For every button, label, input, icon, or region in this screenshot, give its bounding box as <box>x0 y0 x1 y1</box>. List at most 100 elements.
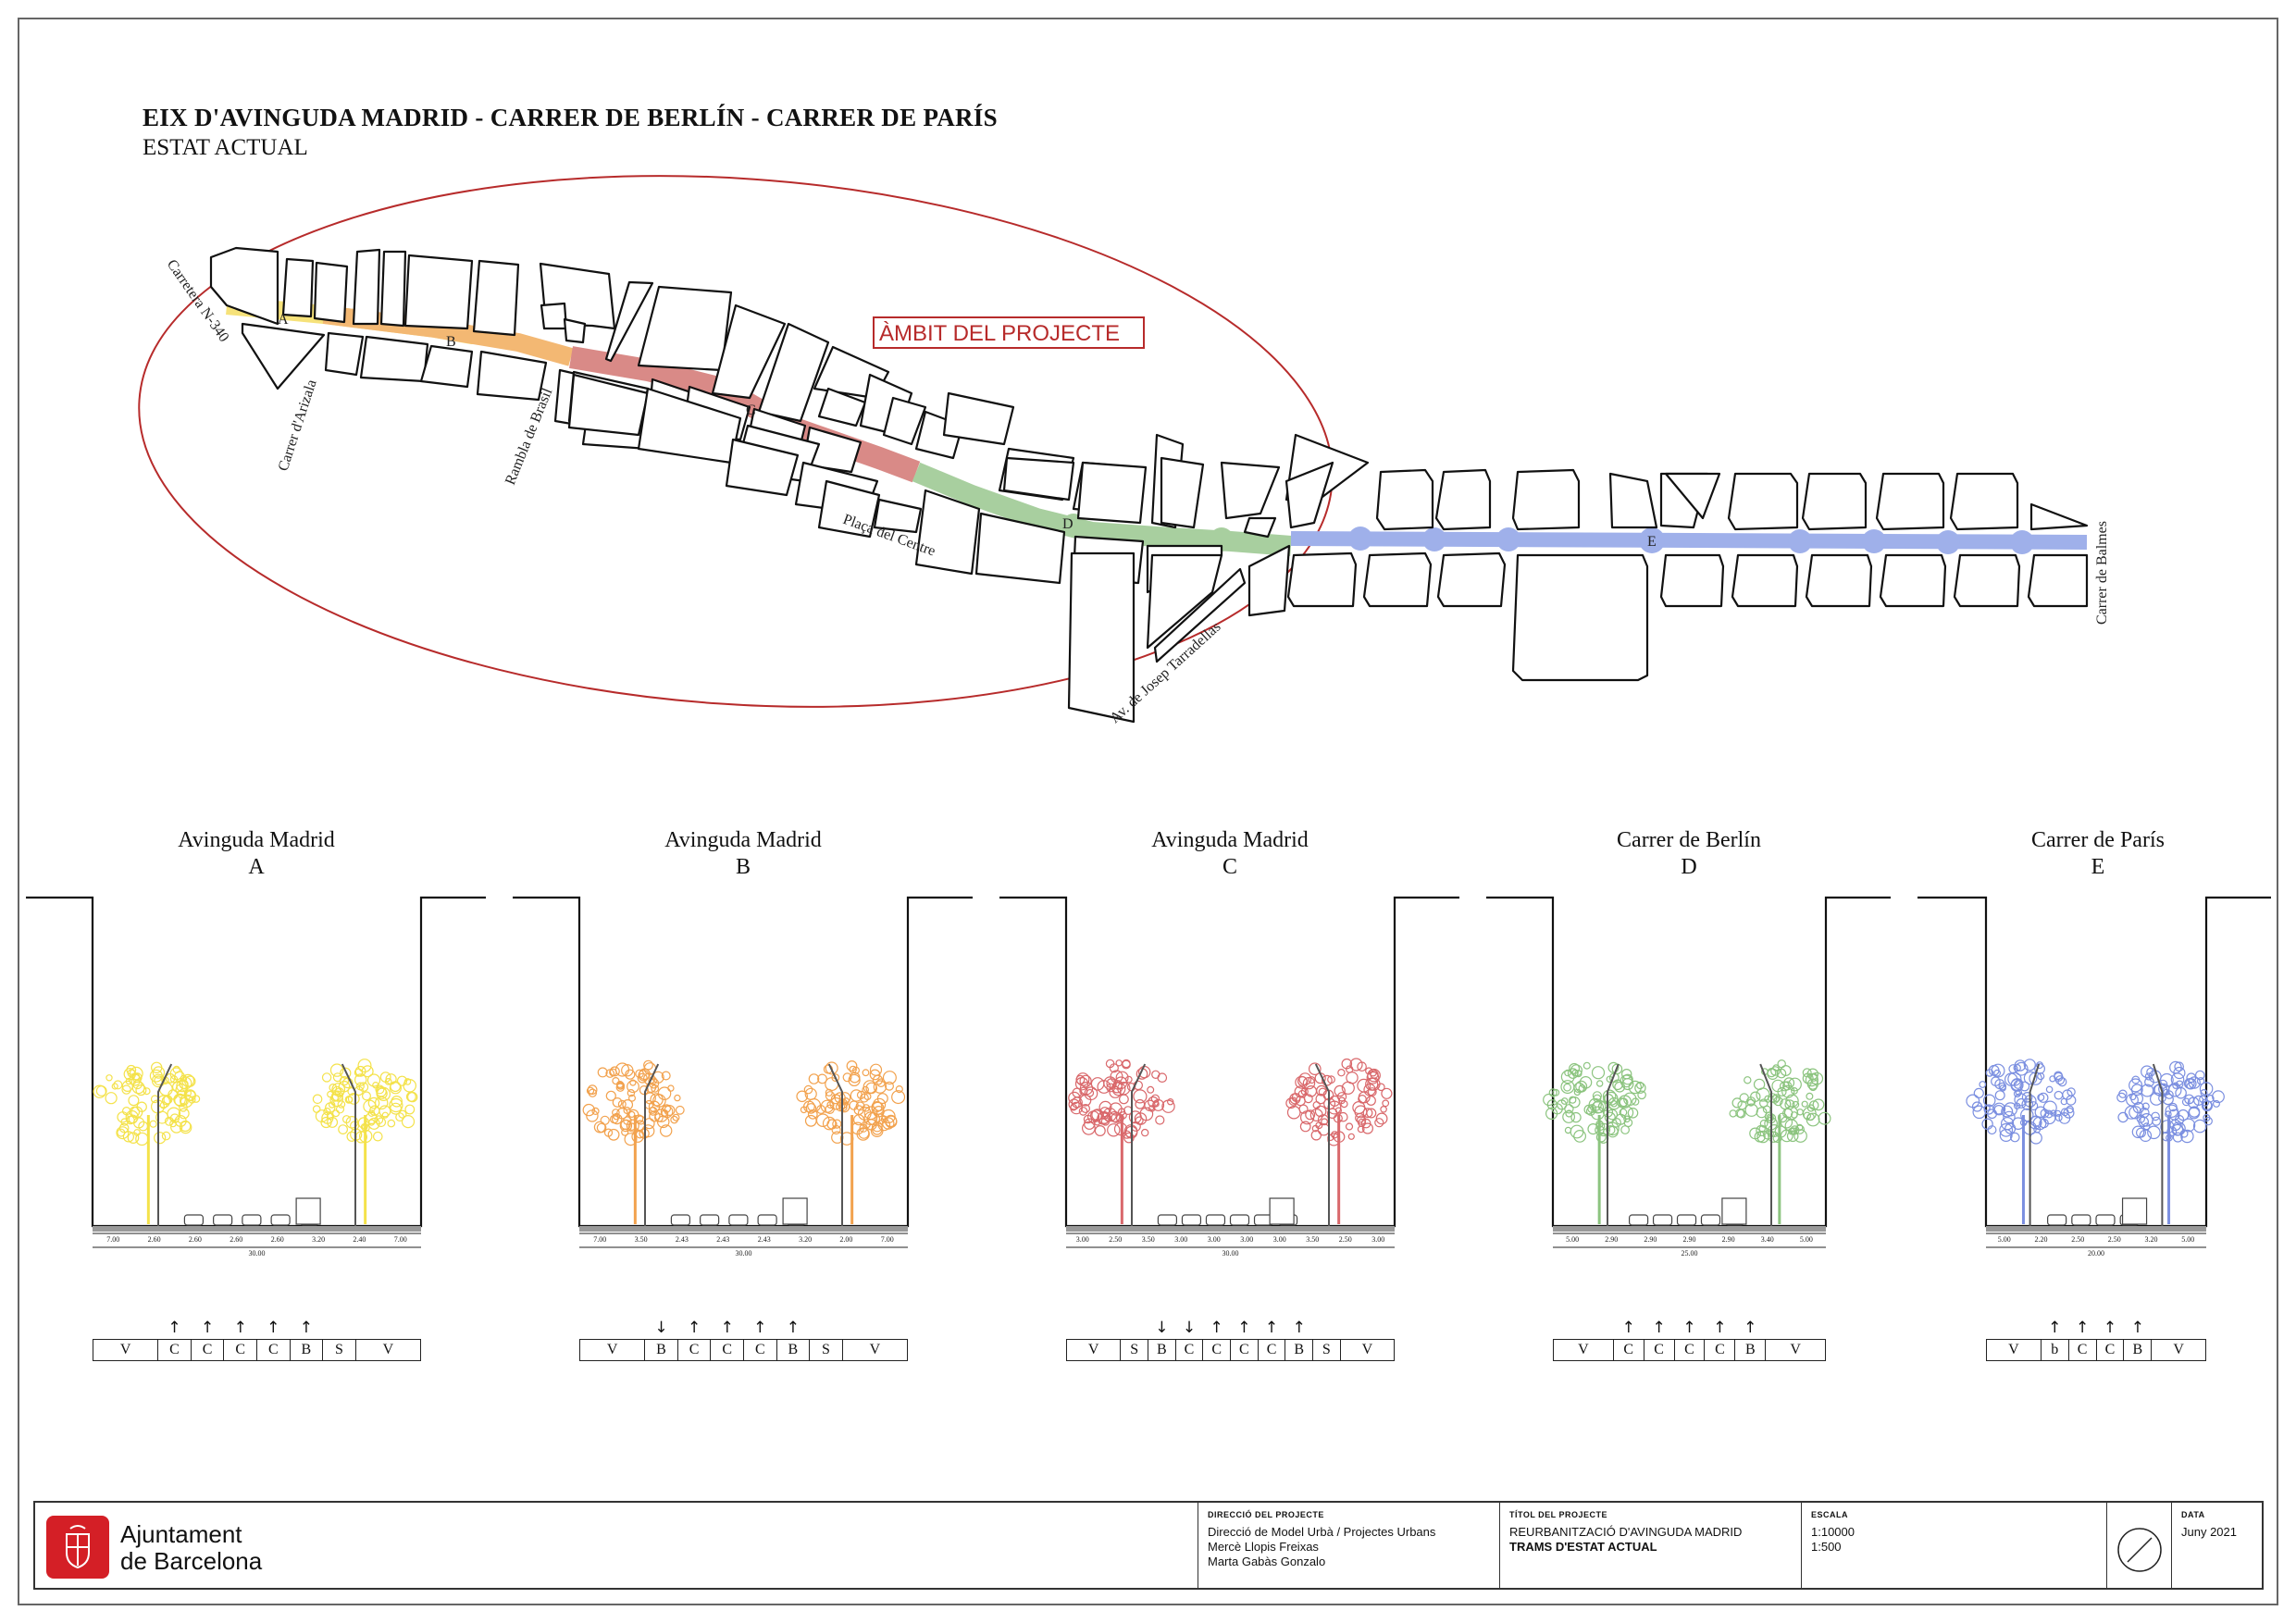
total-width: 30.00 <box>736 1249 752 1258</box>
segment-letter-a: A <box>278 312 289 328</box>
arrow-up-icon: ↑ <box>721 1318 734 1338</box>
segment-letter-d: D <box>1062 516 1074 532</box>
dimension-value: 3.00 <box>1371 1235 1384 1244</box>
dimension-value: 7.00 <box>106 1235 119 1244</box>
street-lamp <box>158 1064 171 1226</box>
lane-code: V <box>1765 1340 1825 1360</box>
dimension-value: 2.90 <box>1605 1235 1618 1244</box>
north-cell <box>2106 1503 2171 1588</box>
scale-label: ESCALA <box>1811 1510 2097 1519</box>
section-title-e: Carrer de ParísE <box>1913 827 2283 881</box>
project-title-cell: TÍTOL DEL PROJECTE REURBANITZACIÓ D'AVIN… <box>1499 1503 1801 1588</box>
date-label: DATA <box>2181 1510 2254 1519</box>
lane-code: B↑ <box>1285 1340 1312 1360</box>
org-name: Ajuntament de Barcelona <box>120 1521 262 1575</box>
dimension-value: 2.60 <box>230 1235 242 1244</box>
date-value: Juny 2021 <box>2181 1525 2254 1540</box>
lane-code: V <box>1067 1340 1120 1360</box>
org-logo <box>46 1516 109 1579</box>
street-trees <box>93 1059 417 1224</box>
lane-code: B↓ <box>1148 1340 1175 1360</box>
segment-letter-e: E <box>1647 534 1657 550</box>
lane-code: B↑ <box>2123 1340 2151 1360</box>
segment-letter-c: C <box>746 403 756 418</box>
direction-cell: DIRECCIÓ DEL PROJECTE Direcció de Model … <box>1198 1503 1499 1588</box>
lane-code: C↑ <box>710 1340 743 1360</box>
lane-code: V <box>2151 1340 2205 1360</box>
lane-code: C↑ <box>1704 1340 1734 1360</box>
lane-code: C↑ <box>1230 1340 1258 1360</box>
dimension-value: 3.20 <box>312 1235 325 1244</box>
dimension-value: 2.90 <box>1683 1235 1696 1244</box>
cross-section-c: 3.002.503.503.003.003.003.003.502.503.00… <box>999 898 1459 1258</box>
lane-code: C↑ <box>677 1340 711 1360</box>
section-letter: A <box>71 854 441 881</box>
lane-code: V <box>1987 1340 2041 1360</box>
arrow-up-icon: ↑ <box>1293 1318 1306 1338</box>
dimension-value: 2.60 <box>189 1235 202 1244</box>
title-block: Ajuntament de Barcelona DIRECCIÓ DEL PRO… <box>33 1501 2264 1590</box>
lane-code: C↓ <box>1175 1340 1203 1360</box>
dimension-line: 3.002.503.503.003.003.003.003.502.503.00… <box>1066 1233 1395 1258</box>
street-trees <box>1544 1060 1831 1224</box>
lane-code: C↑ <box>743 1340 776 1360</box>
arrow-up-icon: ↑ <box>2076 1318 2089 1338</box>
dimension-value: 3.00 <box>1208 1235 1221 1244</box>
lane-code: B↑ <box>1734 1340 1765 1360</box>
dimension-value: 3.20 <box>799 1235 812 1244</box>
lane-code: C↑ <box>1258 1340 1285 1360</box>
project-title-line1: REURBANITZACIÓ D'AVINGUDA MADRID <box>1509 1525 1792 1540</box>
lane-code: C↑ <box>191 1340 224 1360</box>
arrow-up-icon: ↑ <box>168 1318 180 1338</box>
dimension-value: 3.50 <box>1306 1235 1319 1244</box>
dimension-value: 7.00 <box>394 1235 407 1244</box>
org-name-line1: Ajuntament <box>120 1521 262 1548</box>
arrow-up-icon: ↑ <box>1713 1318 1726 1338</box>
lane-legend-a: VC↑C↑C↑C↑B↑SV <box>93 1339 421 1361</box>
arrow-up-icon: ↑ <box>1622 1318 1635 1338</box>
road-surface <box>1986 1226 2206 1232</box>
arrow-up-icon: ↑ <box>267 1318 279 1338</box>
cross-section-d: 5.002.902.902.902.903.405.0025.00 <box>1486 898 1891 1258</box>
site-plan-map: A B C D E Carretera N-340 Carrer d'Ariza… <box>0 0 2296 740</box>
building-facade-outline <box>1486 898 1891 1226</box>
arrow-up-icon: ↑ <box>688 1318 701 1338</box>
dimension-line: 7.002.602.602.602.603.202.407.0030.00 <box>93 1233 421 1258</box>
bus-icon <box>783 1198 807 1224</box>
dimension-value: 3.00 <box>1174 1235 1187 1244</box>
road-surface <box>1066 1226 1395 1232</box>
direction-line: Marta Gabàs Gonzalo <box>1208 1555 1490 1569</box>
section-letter: B <box>558 854 928 881</box>
dimension-value: 7.00 <box>881 1235 894 1244</box>
lane-code: S <box>1120 1340 1148 1360</box>
dimension-value: 3.00 <box>1273 1235 1286 1244</box>
dimension-value: 2.20 <box>2035 1235 2048 1244</box>
arrow-down-icon: ↓ <box>1183 1318 1196 1338</box>
section-letter: E <box>1913 854 2283 881</box>
dimension-line: 5.002.202.502.503.205.0020.00 <box>1986 1233 2206 1258</box>
dimension-value: 2.00 <box>839 1235 852 1244</box>
dimension-line: 7.003.502.432.432.433.202.007.0030.00 <box>579 1233 908 1258</box>
dimension-value: 2.50 <box>2108 1235 2121 1244</box>
street-label-balmes: Carrer de Balmes <box>2094 521 2110 625</box>
lane-code: S <box>322 1340 355 1360</box>
total-width: 30.00 <box>1222 1249 1239 1258</box>
arrow-down-icon: ↓ <box>654 1318 667 1338</box>
arrow-up-icon: ↑ <box>787 1318 800 1338</box>
north-arrow-icon <box>2115 1525 2165 1575</box>
street-lamp <box>2030 1064 2040 1226</box>
dimension-value: 2.40 <box>353 1235 366 1244</box>
lane-code: C↑ <box>157 1340 191 1360</box>
section-title-a: Avinguda MadridA <box>71 827 441 881</box>
section-letter: D <box>1504 854 1874 881</box>
building-facade-outline <box>1917 898 2271 1226</box>
dimension-value: 2.50 <box>1109 1235 1122 1244</box>
section-street: Avinguda Madrid <box>558 827 928 854</box>
street-lamp <box>829 1064 842 1226</box>
lane-code: C↑ <box>223 1340 256 1360</box>
building-facade-outline <box>999 898 1459 1226</box>
dimension-value: 2.60 <box>148 1235 161 1244</box>
dimension-value: 3.20 <box>2145 1235 2158 1244</box>
dimension-value: 3.50 <box>1142 1235 1155 1244</box>
road-surface <box>1553 1226 1826 1232</box>
